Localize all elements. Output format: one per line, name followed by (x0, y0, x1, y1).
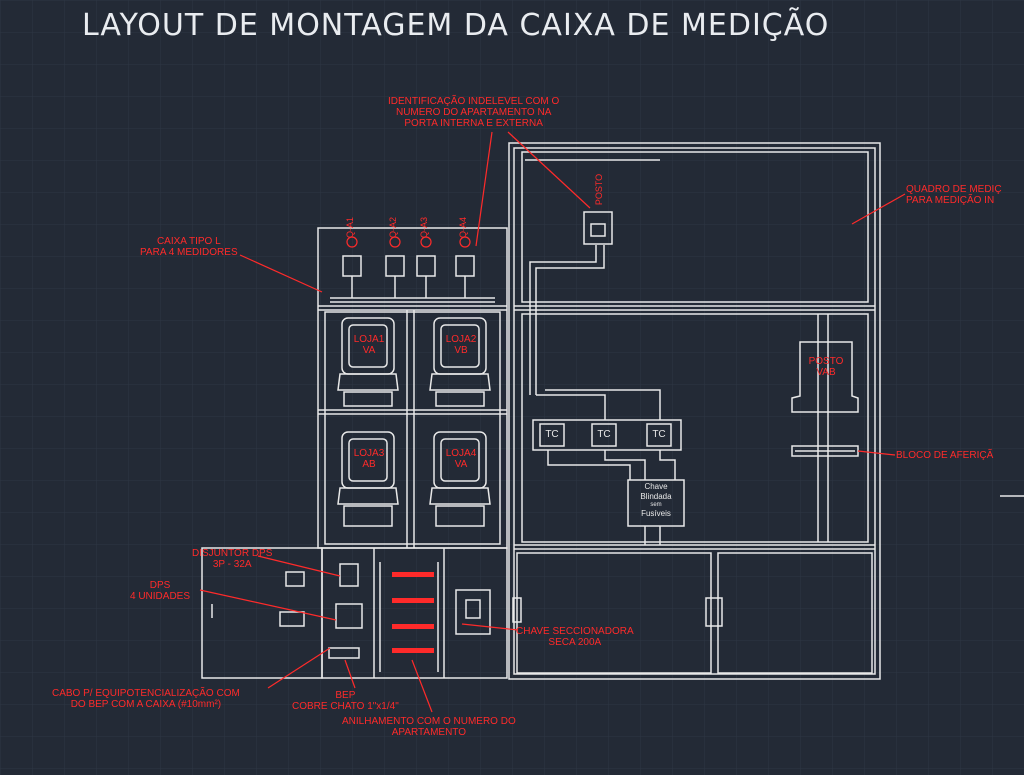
chave-blindada-label: Chave Blindada sem Fusíveis (640, 482, 672, 518)
posto-breaker-label: POSTO (594, 173, 605, 206)
label-chave-seccionadora: CHAVE SECCIONADORA SECA 200A (516, 626, 634, 648)
breaker-q-a1 (342, 255, 362, 277)
breaker-label-4: Q-A4 (458, 216, 469, 239)
lower-distribution-panel (321, 547, 508, 679)
posto-breaker (583, 211, 613, 245)
breaker-q-a3 (416, 255, 436, 277)
bep-bar (328, 647, 360, 659)
label-bep: BEP COBRE CHATO 1"x1/4" (292, 690, 399, 712)
dps-units (335, 603, 363, 629)
breaker-label-2: Q-A2 (388, 216, 399, 239)
label-bloco-afericao: BLOCO DE AFERIÇÃ (896, 450, 994, 461)
breaker-q-a4 (455, 255, 475, 277)
meter-loja1 (337, 317, 399, 407)
tc-compartment (521, 313, 869, 543)
breaker-q-a2 (385, 255, 405, 277)
disjuntor-dps (339, 563, 359, 587)
label-quadro-medicao: QUADRO DE MEDIÇ PARA MEDIÇÃO IN (906, 184, 1002, 206)
quadro-medicao-compartment (521, 151, 869, 303)
tc-block (532, 419, 682, 451)
meter-loja4 (429, 431, 491, 527)
tc-label-2: TC (597, 429, 611, 440)
main-cabinet-outline (508, 142, 881, 680)
label-anilhamento: ANILHAMENTO COM O NUMERO DO APARTAMENTO (342, 716, 516, 738)
leader-lines (199, 131, 906, 713)
tc-label-1: TC (545, 429, 559, 440)
label-identificacao: IDENTIFICAÇÃO INDELEVEL COM O NUMERO DO … (388, 96, 560, 129)
label-dps: DPS 4 UNIDADES (130, 580, 191, 602)
posto-vab-meter (791, 341, 859, 413)
anilhamento-markers (392, 572, 434, 653)
chave-blindada (627, 479, 685, 527)
meter-loja3 (337, 431, 399, 527)
chave-seccionadora (455, 589, 491, 635)
page-title: LAYOUT DE MONTAGEM DA CAIXA DE MEDIÇÃO (82, 8, 830, 43)
meter-loja2 (429, 317, 491, 407)
bottom-door-left (516, 552, 712, 674)
breaker-label-1: Q-A1 (345, 216, 356, 239)
bottom-door-right (717, 552, 873, 674)
breaker-label-3: Q-A3 (419, 216, 430, 239)
label-caixa-tipo: CAIXA TIPO L PARA 4 MEDIDORES (140, 236, 238, 258)
label-cabo-equipotencializacao: CABO P/ EQUIPOTENCIALIZAÇÃO COM DO BEP C… (52, 688, 240, 710)
tc-label-3: TC (652, 429, 666, 440)
label-disjuntor-dps: DISJUNTOR DPS 3P - 32A (192, 548, 273, 570)
